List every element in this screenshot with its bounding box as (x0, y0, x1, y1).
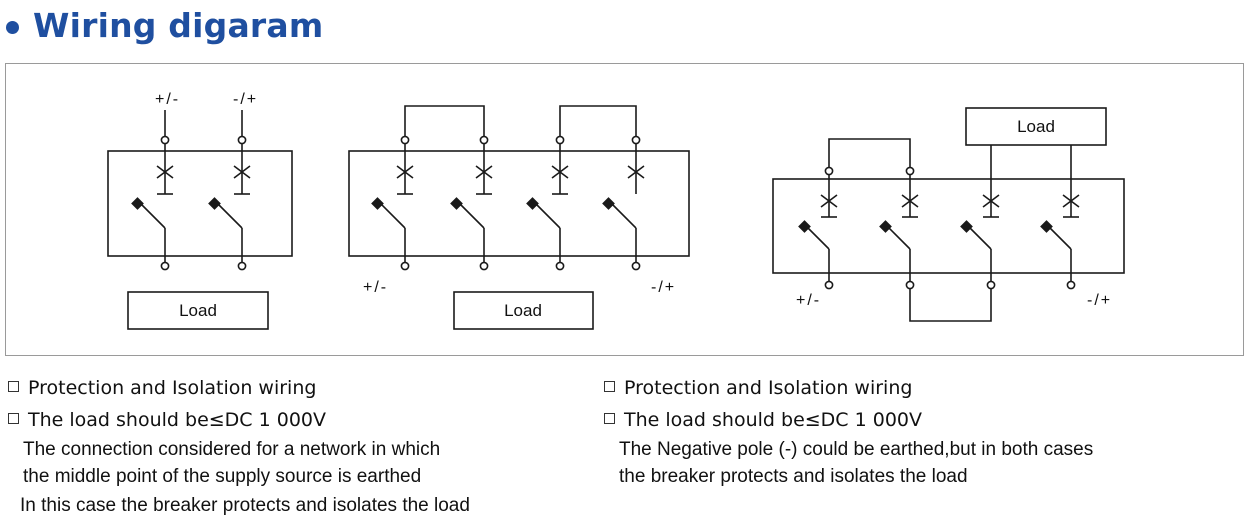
breaker-4-pole-right (772, 107, 1125, 322)
pole (602, 135, 645, 271)
breaker-2-pole-left (107, 110, 293, 330)
checkbox-square-icon (8, 381, 19, 392)
pole (371, 135, 414, 271)
pole (208, 110, 251, 271)
jumper-wire (404, 105, 485, 136)
bullet-item: Protection and Isolation wiring (8, 372, 470, 404)
bullet-text: The load should be≤DC 1 000V (624, 409, 923, 431)
bullet-item: The load should be≤DC 1 000V (8, 404, 470, 436)
description-line: the middle point of the supply source is… (23, 466, 422, 487)
description-line: the breaker protects and isolates the lo… (619, 466, 968, 487)
terminal-label-plus-minus: +/- (796, 292, 821, 309)
terminal-label-plus-minus: +/- (155, 91, 180, 108)
load-label: Load (179, 301, 217, 320)
terminal-label-minus-plus: -/+ (233, 91, 258, 108)
breaker-housing (348, 150, 690, 257)
breaker-housing (772, 178, 1125, 274)
pole (1040, 179, 1080, 290)
load-box (127, 291, 269, 330)
jumper-wire (909, 289, 992, 322)
page-title: Wiring digaram (33, 5, 324, 45)
pole (879, 166, 919, 290)
pole (131, 110, 174, 271)
breaker-4-pole-middle (348, 105, 690, 330)
notes-left: Protection and Isolation wiring The load… (8, 372, 470, 519)
breaker-housing (107, 150, 293, 257)
description-line: The connection considered for a network … (23, 439, 441, 460)
pole (450, 135, 493, 271)
description-line: The Negative pole (-) could be earthed,b… (619, 439, 1094, 460)
notes-right: Protection and Isolation wiring The load… (604, 372, 1093, 490)
jumper-wire (828, 138, 911, 167)
description-line: In this case the breaker protects and is… (20, 495, 470, 516)
pole (526, 135, 569, 271)
bullet-item: The load should be≤DC 1 000V (604, 404, 1093, 436)
bullet-item: Protection and Isolation wiring (604, 372, 1093, 404)
pole (798, 166, 838, 290)
checkbox-square-icon (604, 381, 615, 392)
bullet-text: Protection and Isolation wiring (624, 377, 913, 399)
jumper-wire (559, 105, 637, 136)
load-box (965, 107, 1107, 146)
bullet-dot-icon (6, 20, 19, 34)
bullet-text: Protection and Isolation wiring (28, 377, 317, 399)
terminal-label-plus-minus: +/- (363, 279, 388, 296)
checkbox-square-icon (8, 413, 19, 424)
pole (960, 179, 1000, 290)
terminal-label-minus-plus: -/+ (1087, 292, 1112, 309)
section-header: Wiring digaram (6, 2, 323, 48)
load-label: Load (504, 301, 542, 320)
bullet-text: The load should be≤DC 1 000V (28, 409, 327, 431)
checkbox-square-icon (604, 413, 615, 424)
diagram-frame (5, 63, 1244, 356)
load-label: Load (1017, 117, 1055, 136)
load-box (453, 291, 594, 330)
terminal-label-minus-plus: -/+ (651, 279, 676, 296)
